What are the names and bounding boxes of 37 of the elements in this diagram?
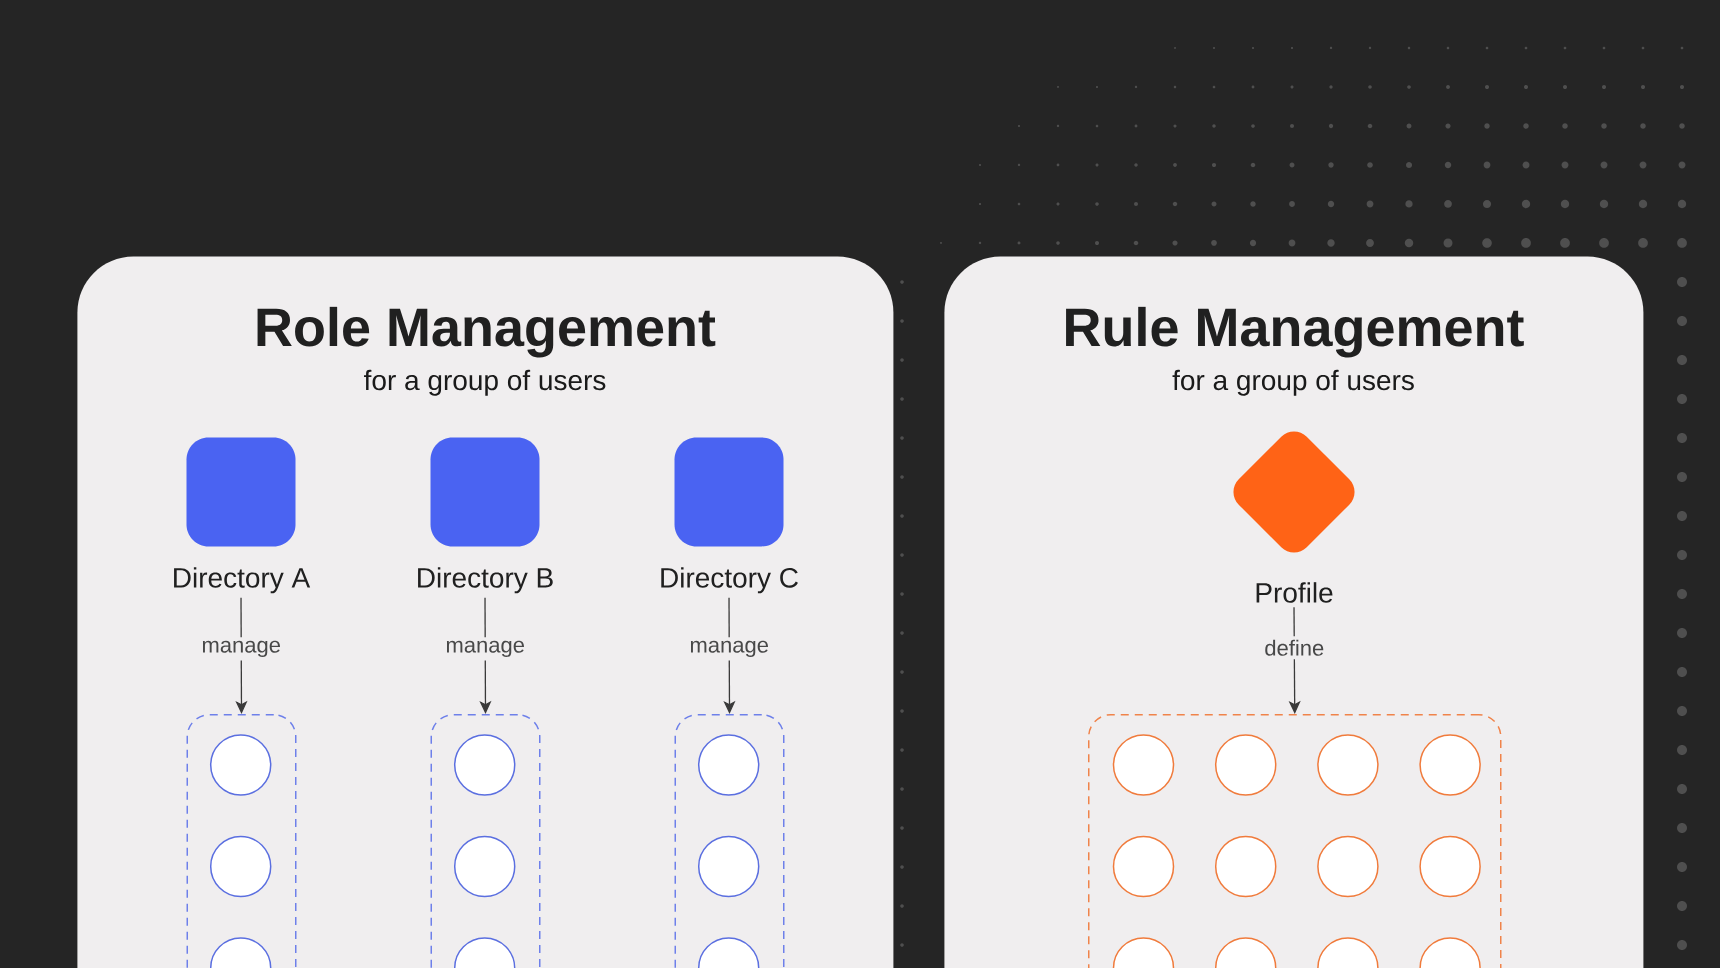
subtitle: for a group of users bbox=[364, 369, 606, 396]
circle bbox=[697, 734, 760, 796]
circle bbox=[697, 835, 760, 898]
circle bbox=[1112, 835, 1175, 898]
circle bbox=[1419, 937, 1481, 968]
dashed-box bbox=[1088, 714, 1502, 968]
circle bbox=[453, 835, 516, 898]
circle bbox=[1419, 734, 1481, 796]
circle bbox=[453, 937, 516, 968]
edge-label: manage bbox=[441, 637, 529, 661]
dashed-box bbox=[430, 714, 541, 968]
node-label: Directory B bbox=[418, 567, 553, 594]
node-label: Directory A bbox=[174, 567, 311, 594]
circle bbox=[1317, 734, 1379, 796]
node-label: Directory C bbox=[661, 567, 798, 594]
title: Role Management bbox=[257, 306, 716, 358]
circle bbox=[209, 734, 272, 796]
circle bbox=[1214, 734, 1277, 796]
circle bbox=[209, 937, 272, 968]
edge-label: manage bbox=[685, 637, 773, 661]
title: Rule Management bbox=[1066, 306, 1524, 358]
circle bbox=[209, 835, 272, 898]
circle bbox=[1214, 937, 1277, 968]
node-label: Profile bbox=[1256, 582, 1333, 603]
subtitle: for a group of users bbox=[1172, 369, 1414, 396]
circle bbox=[1112, 937, 1175, 968]
circle bbox=[1112, 734, 1175, 796]
circle bbox=[1419, 835, 1481, 898]
dashed-box bbox=[186, 714, 297, 968]
edge-label: manage bbox=[197, 637, 285, 661]
circle bbox=[1214, 835, 1277, 898]
circle bbox=[1317, 835, 1379, 898]
dashed-box bbox=[674, 714, 785, 968]
circle bbox=[453, 734, 516, 796]
circle bbox=[697, 937, 760, 968]
circle bbox=[1317, 937, 1379, 968]
edge-label: define bbox=[1260, 636, 1329, 660]
